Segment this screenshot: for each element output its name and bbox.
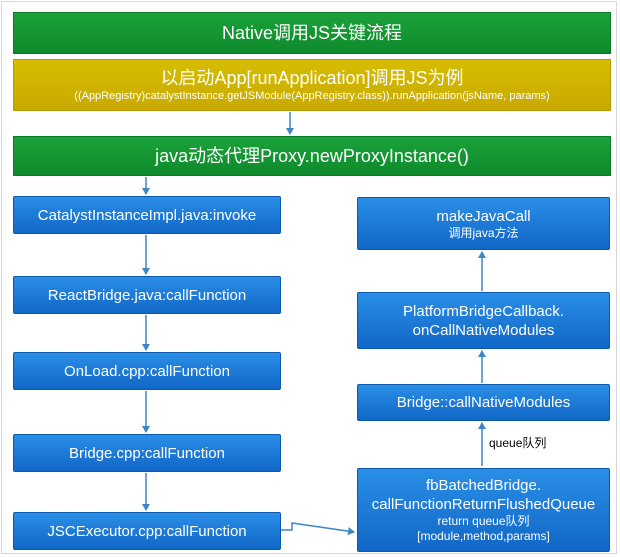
title-box: Native调用JS关键流程 (13, 12, 611, 54)
edge-label-queue: queue队列 (488, 436, 548, 450)
node-fb-batched-bridge: fbBatchedBridge. callFunctionReturnFlush… (357, 468, 610, 552)
diagram-title: Native调用JS关键流程 (221, 23, 403, 43)
node-platform-bridge-callback-line2: onCallNativeModules (412, 321, 555, 339)
node-make-java-call-label: makeJavaCall (436, 207, 531, 225)
node-onload-callfunction: OnLoad.cpp:callFunction (13, 352, 281, 390)
example-heading: 以启动App[runApplication]调用JS为例 (160, 68, 464, 88)
node-fb-batched-bridge-line3: return queue队列 (437, 514, 530, 528)
proxy-label: java动态代理Proxy.newProxyInstance() (155, 146, 469, 166)
node-jscexecutor-callfunction: JSCExecutor.cpp:callFunction (13, 512, 281, 550)
example-code: ((AppRegistry)catalystInstance.getJSModu… (74, 90, 550, 102)
node-platform-bridge-callback-line1: PlatformBridgeCallback. (403, 302, 564, 320)
node-catalyst-invoke-label: CatalystInstanceImpl.java:invoke (37, 206, 257, 224)
node-catalyst-invoke: CatalystInstanceImpl.java:invoke (13, 196, 281, 234)
node-jscexecutor-callfunction-label: JSCExecutor.cpp:callFunction (47, 522, 247, 540)
node-fb-batched-bridge-line1: fbBatchedBridge. (425, 477, 542, 494)
node-bridge-callfunction-label: Bridge.cpp:callFunction (69, 444, 225, 462)
node-bridge-callfunction: Bridge.cpp:callFunction (13, 434, 281, 472)
proxy-box: java动态代理Proxy.newProxyInstance() (13, 136, 611, 176)
node-platform-bridge-callback: PlatformBridgeCallback. onCallNativeModu… (357, 292, 610, 349)
node-make-java-call: makeJavaCall 调用java方法 (357, 197, 610, 250)
node-make-java-call-sublabel: 调用java方法 (448, 225, 519, 240)
node-fb-batched-bridge-line2: callFunctionReturnFlushedQueue (371, 496, 596, 513)
node-reactbridge-callfunction-label: ReactBridge.java:callFunction (47, 286, 247, 304)
node-reactbridge-callfunction: ReactBridge.java:callFunction (13, 276, 281, 314)
node-fb-batched-bridge-line4: [module,method,params] (417, 529, 550, 543)
node-bridge-call-native-modules-label: Bridge::callNativeModules (396, 394, 571, 411)
example-box: 以启动App[runApplication]调用JS为例 ((AppRegist… (13, 59, 611, 111)
node-bridge-call-native-modules: Bridge::callNativeModules (357, 384, 610, 421)
arrow-jsc-to-fbbatched (281, 522, 355, 536)
node-onload-callfunction-label: OnLoad.cpp:callFunction (64, 362, 230, 380)
